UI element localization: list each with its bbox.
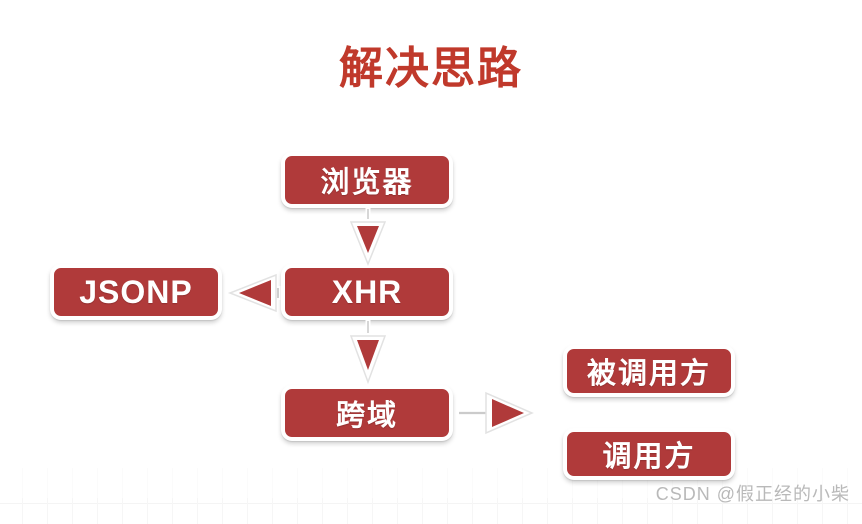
arrow-right-cross-domain-to-parties [458, 391, 534, 435]
arrow-down-xhr-to-cross-domain [349, 320, 387, 385]
node-browser[interactable]: 浏览器 [281, 152, 453, 208]
node-xhr[interactable]: XHR [281, 264, 453, 320]
arrow-left-xhr-to-jsonp [227, 273, 281, 313]
node-caller[interactable]: 调用方 [563, 428, 735, 480]
node-callee[interactable]: 被调用方 [563, 345, 735, 397]
node-jsonp[interactable]: JSONP [50, 264, 222, 320]
watermark-csdn: CSDN @假正经的小柴 [655, 484, 850, 504]
page-title: 解决思路 [339, 44, 523, 93]
node-cross-domain[interactable]: 跨域 [281, 385, 453, 441]
arrow-down-browser-to-xhr [349, 208, 387, 266]
